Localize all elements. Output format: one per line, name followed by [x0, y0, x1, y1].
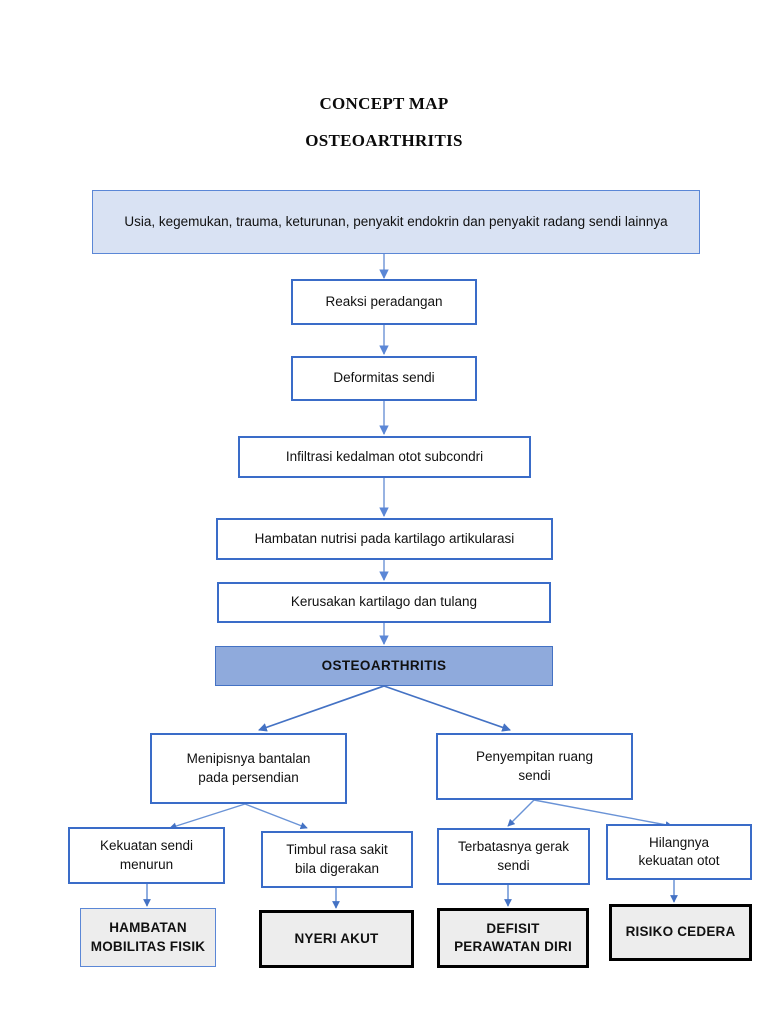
node-kerusakan-kartilago-label: Kerusakan kartilago dan tulang: [290, 594, 478, 610]
node-reaksi-peradangan-label: Reaksi peradangan: [325, 293, 443, 309]
node-hambatan-mobilitas-fisik[interactable]: HAMBATAN MOBILITAS FISIK: [80, 908, 216, 967]
node-hambatan-mobilitas-fisik-label: HAMBATAN MOBILITAS FISIK: [90, 920, 206, 954]
node-timbul-rasa-sakit-label: Timbul rasa sakit bila digerakan: [286, 842, 388, 876]
page-subtitle: OSTEOARTHRITIS: [305, 131, 463, 150]
node-kekuatan-sendi[interactable]: Kekuatan sendi menurun: [68, 827, 225, 884]
node-reaksi-peradangan[interactable]: Reaksi peradangan: [291, 279, 477, 325]
node-infiltrasi-label: Infiltrasi kedalman otot subcondri: [285, 448, 484, 464]
node-nyeri-akut-label: NYERI AKUT: [294, 930, 379, 946]
node-defisit-perawatan-diri[interactable]: DEFISIT PERAWATAN DIRI: [437, 908, 589, 968]
node-deformitas-sendi[interactable]: Deformitas sendi: [291, 356, 477, 401]
node-hambatan-nutrisi[interactable]: Hambatan nutrisi pada kartilago artikula…: [216, 518, 553, 560]
node-kerusakan-kartilago[interactable]: Kerusakan kartilago dan tulang: [217, 582, 551, 623]
node-menipisnya-bantalan-label: Menipisnya bantalan pada persendian: [186, 751, 311, 785]
node-osteoarthritis[interactable]: OSTEOARTHRITIS: [215, 646, 553, 686]
node-penyempitan-ruang-label: Penyempitan ruang sendi: [475, 749, 594, 783]
node-terbatasnya-gerak-label: Terbatasnya gerak sendi: [457, 839, 570, 873]
node-hilangnya-kekuatan-label: Hilangnya kekuatan otot: [638, 834, 720, 868]
node-penyempitan-ruang[interactable]: Penyempitan ruang sendi: [436, 733, 633, 800]
node-hambatan-nutrisi-label: Hambatan nutrisi pada kartilago artikula…: [254, 530, 515, 546]
node-risk-factors[interactable]: Usia, kegemukan, trauma, keturunan, peny…: [92, 190, 700, 254]
node-risiko-cedera-label: RISIKO CEDERA: [625, 924, 736, 940]
node-osteoarthritis-label: OSTEOARTHRITIS: [321, 657, 447, 673]
node-nyeri-akut[interactable]: NYERI AKUT: [259, 910, 414, 968]
node-menipisnya-bantalan[interactable]: Menipisnya bantalan pada persendian: [150, 733, 347, 804]
node-kekuatan-sendi-label: Kekuatan sendi menurun: [99, 838, 194, 872]
node-risk-factors-label: Usia, kegemukan, trauma, keturunan, peny…: [124, 213, 668, 229]
node-hilangnya-kekuatan[interactable]: Hilangnya kekuatan otot: [606, 824, 752, 880]
node-deformitas-sendi-label: Deformitas sendi: [333, 370, 435, 386]
page-title: CONCEPT MAP: [319, 94, 449, 113]
node-timbul-rasa-sakit[interactable]: Timbul rasa sakit bila digerakan: [261, 831, 413, 888]
node-defisit-perawatan-diri-label: DEFISIT PERAWATAN DIRI: [454, 920, 572, 954]
node-risiko-cedera[interactable]: RISIKO CEDERA: [609, 904, 752, 961]
node-terbatasnya-gerak[interactable]: Terbatasnya gerak sendi: [437, 828, 590, 885]
node-infiltrasi[interactable]: Infiltrasi kedalman otot subcondri: [238, 436, 531, 478]
